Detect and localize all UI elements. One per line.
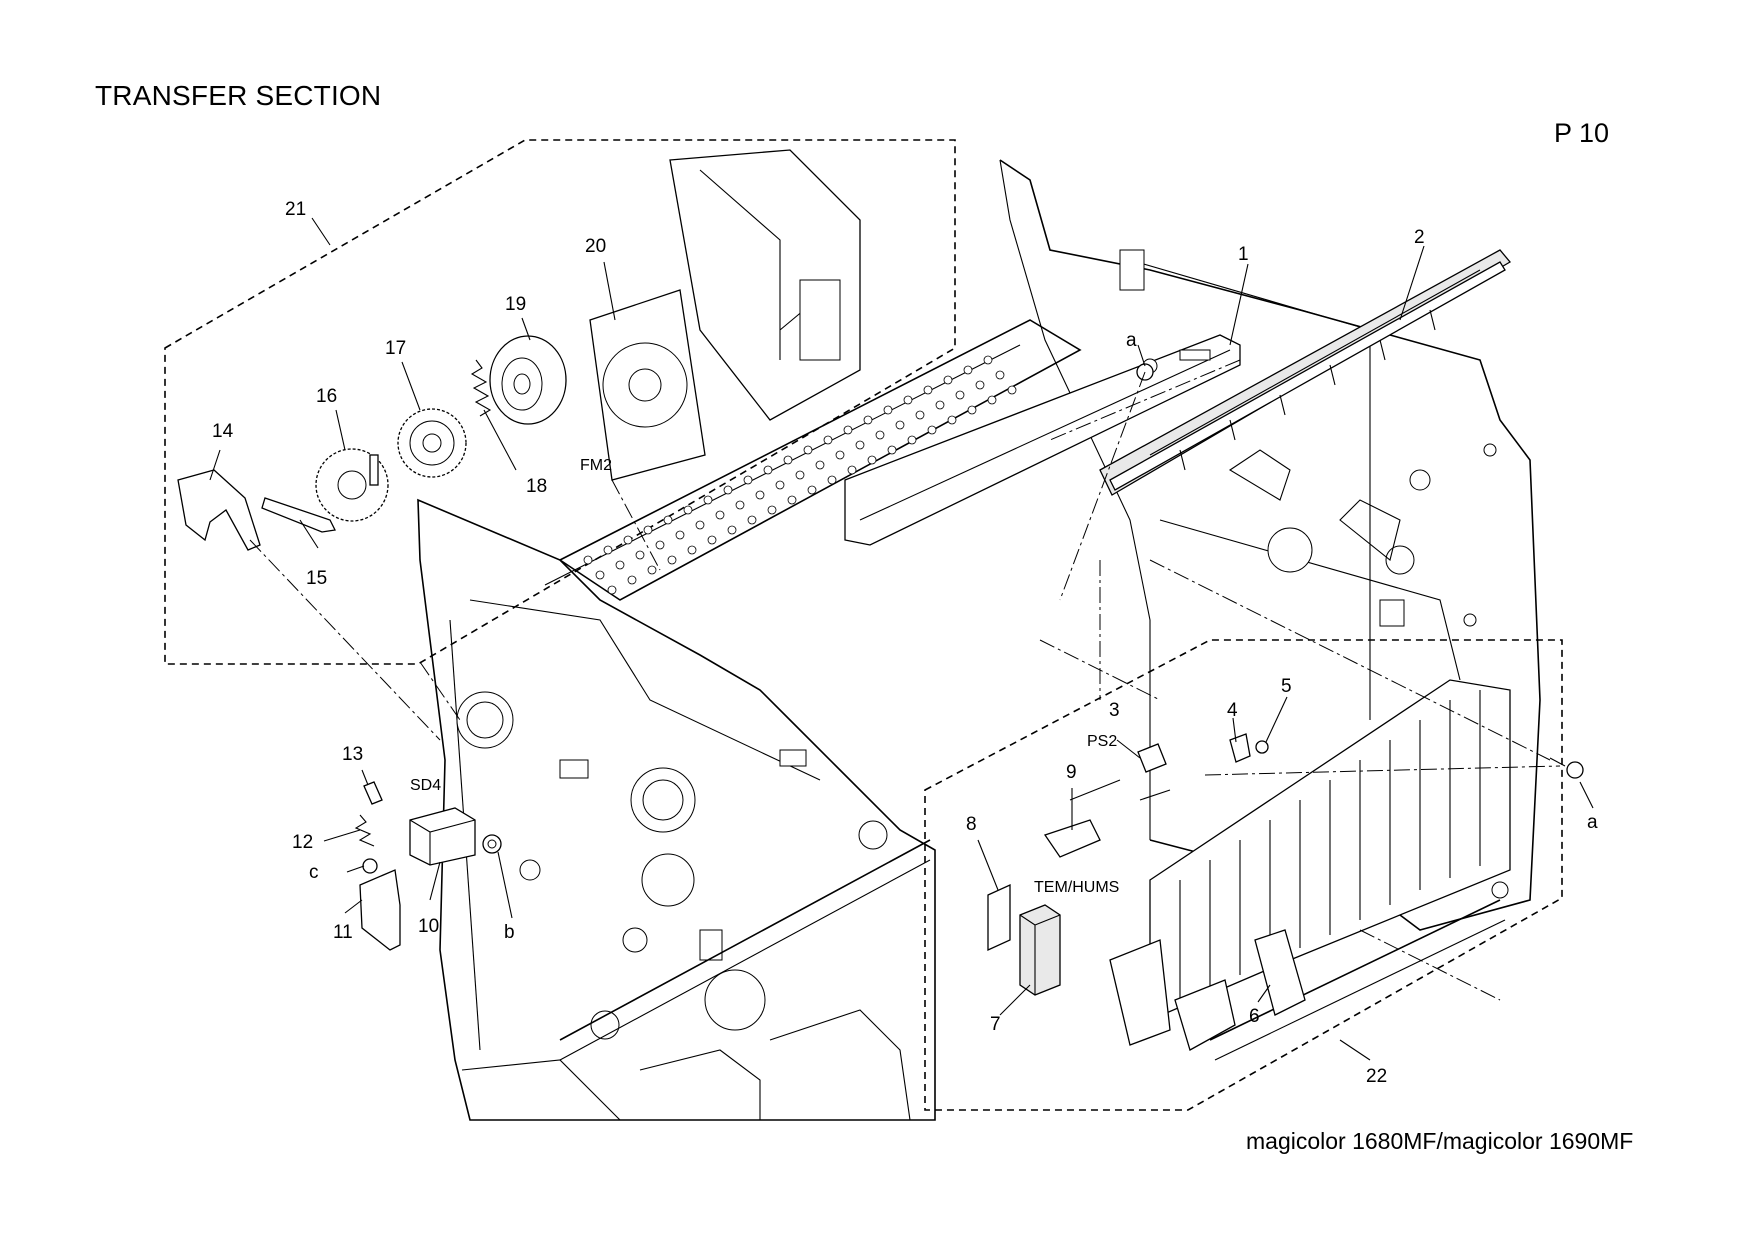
part-4-bracket xyxy=(1229,733,1251,763)
part-19-roller xyxy=(489,335,567,425)
callout-3: 3 xyxy=(1109,700,1120,721)
part-15-lever xyxy=(261,497,336,533)
callout-22: 22 xyxy=(1366,1066,1387,1087)
callout-20: 20 xyxy=(585,236,606,257)
part-9-harness xyxy=(1069,779,1171,801)
callout-12: 12 xyxy=(292,832,313,853)
part-10-solenoid-sd4 xyxy=(409,807,476,866)
code-tem-hums: TEM/HUMS xyxy=(1034,879,1119,896)
part-12-spring xyxy=(354,814,375,847)
part-7-tem-hums-sensor xyxy=(1019,904,1061,996)
callout-13: 13 xyxy=(342,744,363,765)
fan-duct-housing xyxy=(669,149,861,421)
screw-a-right xyxy=(1549,757,1584,779)
alignment-lines xyxy=(249,359,1561,1001)
callout-6: 6 xyxy=(1249,1006,1260,1027)
part-6-guide-block xyxy=(1109,929,1306,1051)
ref-letter-c: c xyxy=(309,862,319,883)
part-13-tab xyxy=(363,781,383,805)
callout-14: 14 xyxy=(212,421,234,442)
callout-labels: 1 2 3 4 5 6 7 8 9 10 11 12 13 14 15 16 1… xyxy=(212,199,1598,1087)
part-18-spring xyxy=(470,359,492,417)
callout-8: 8 xyxy=(966,814,977,835)
callout-15: 15 xyxy=(306,568,327,589)
part-16-gear xyxy=(315,448,389,522)
part-22-transfer-guide-ribs xyxy=(1149,679,1511,1021)
screw-c xyxy=(362,858,378,874)
part-17-gear xyxy=(397,408,467,478)
part-8-board-bracket xyxy=(987,883,1011,952)
callout-17: 17 xyxy=(385,338,406,359)
part-2-guide-rail xyxy=(1099,249,1511,496)
callout-21: 21 xyxy=(285,199,306,220)
ref-letter-a-right: a xyxy=(1587,812,1598,833)
callout-4: 4 xyxy=(1227,700,1238,721)
part-1-guide-plate xyxy=(844,334,1241,546)
page-number: P 10 xyxy=(1554,118,1610,148)
part-14-bracket xyxy=(177,469,261,551)
callout-11: 11 xyxy=(333,922,353,943)
model-footer: magicolor 1680MF/magicolor 1690MF xyxy=(1246,1128,1634,1154)
callout-16: 16 xyxy=(316,386,337,407)
code-sd4: SD4 xyxy=(410,777,441,794)
part-11-plate xyxy=(359,869,401,951)
callout-7: 7 xyxy=(990,1014,1001,1035)
callout-18: 18 xyxy=(526,476,547,497)
callout-9: 9 xyxy=(1066,762,1077,783)
ref-letter-b: b xyxy=(504,922,515,943)
callout-19: 19 xyxy=(505,294,526,315)
part-3-sensor-ps2 xyxy=(1137,743,1167,773)
screw-b xyxy=(482,834,502,854)
page-title: TRANSFER SECTION xyxy=(95,80,382,111)
code-fm2: FM2 xyxy=(580,457,612,474)
assembly-22-boundary xyxy=(924,639,1563,1111)
callout-5: 5 xyxy=(1281,676,1292,697)
ref-letter-a-upper: a xyxy=(1126,330,1137,351)
part-9-sensor-holder xyxy=(1043,819,1101,858)
part-5-screw xyxy=(1255,740,1269,754)
perforation-pattern xyxy=(583,355,1017,595)
callout-2: 2 xyxy=(1414,227,1425,248)
code-ps2: PS2 xyxy=(1087,733,1117,750)
callout-10: 10 xyxy=(418,916,439,937)
part-20-fan-fm2 xyxy=(589,289,706,481)
callout-1: 1 xyxy=(1238,244,1249,265)
leader-lines xyxy=(209,217,1594,1061)
